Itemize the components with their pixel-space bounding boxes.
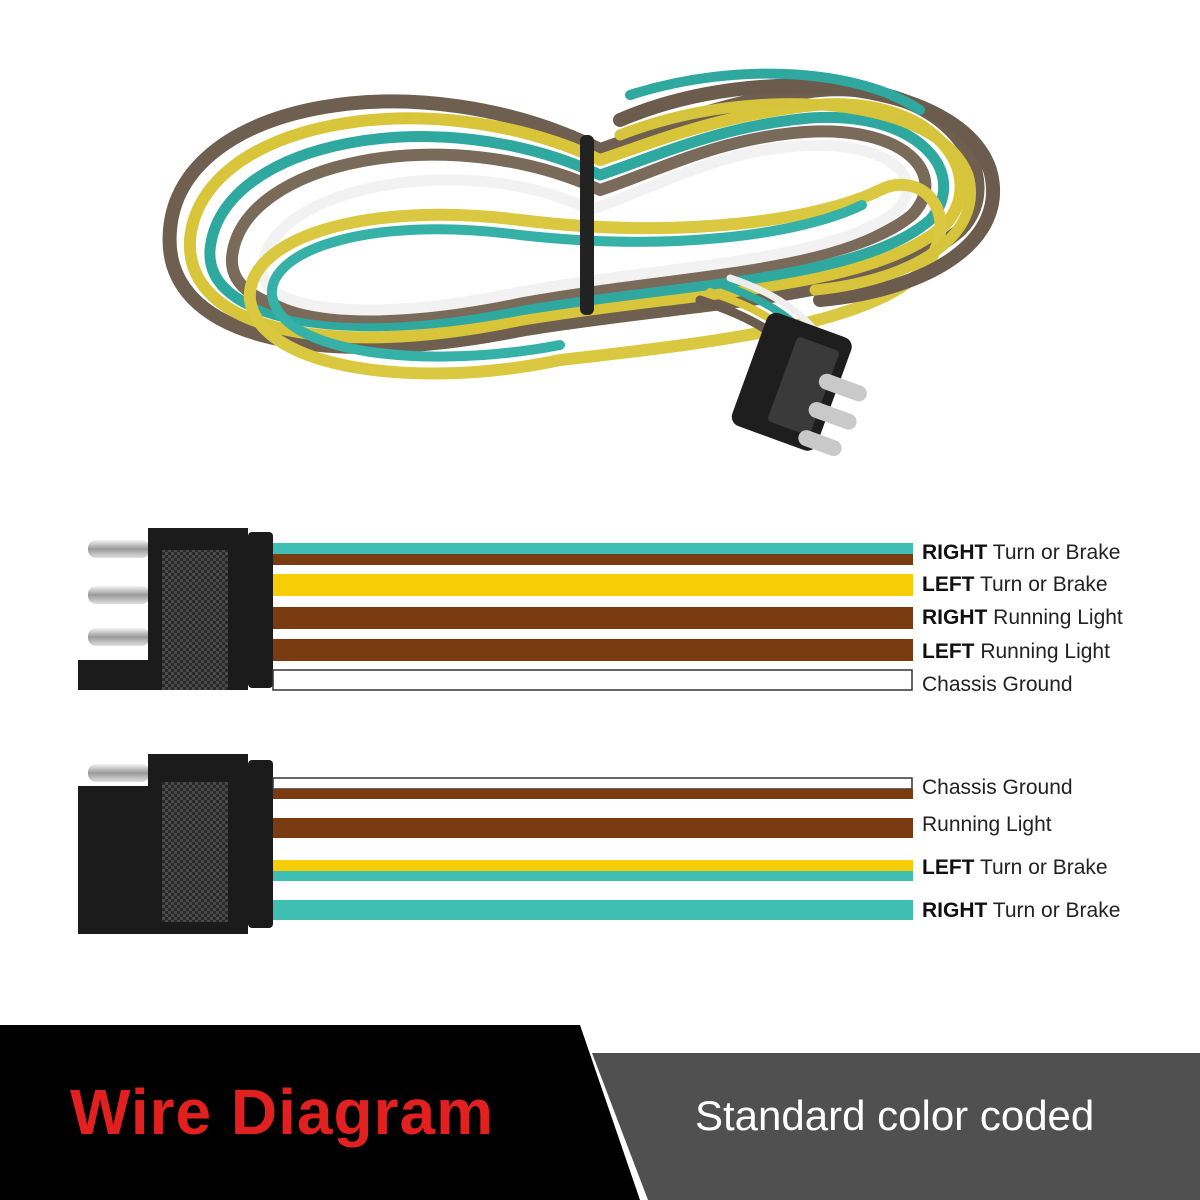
wire-harness-photo bbox=[162, 68, 1001, 457]
socket-collar bbox=[248, 760, 273, 928]
top-label-2: LEFT Turn or Brake bbox=[922, 573, 1108, 596]
coil-teal-3 bbox=[625, 68, 925, 115]
coil-brown-2 bbox=[225, 125, 932, 324]
top-label-4: LEFT Running Light bbox=[922, 640, 1110, 663]
four-way-flat-connector-diagram bbox=[78, 528, 913, 691]
wire-white-bottom bbox=[272, 777, 913, 790]
wire-brown-bottom-b bbox=[273, 818, 913, 838]
wire-teal-bottom-b bbox=[273, 900, 913, 920]
bottom-label-2: Running Light bbox=[922, 813, 1052, 836]
banner-title: Wire Diagram bbox=[70, 1076, 494, 1148]
plug-connector bbox=[731, 312, 867, 457]
banner-right-panel bbox=[592, 1053, 1200, 1200]
pin-1 bbox=[88, 540, 150, 558]
wire-white bbox=[272, 669, 913, 691]
bottom-label-1: Chassis Ground bbox=[922, 776, 1073, 799]
pin-2 bbox=[88, 586, 150, 604]
wire-teal bbox=[273, 543, 913, 554]
wire-yellow bbox=[273, 574, 913, 596]
banner-left-panel bbox=[0, 1025, 640, 1200]
wire-brown-a bbox=[273, 554, 913, 565]
wire-brown-c bbox=[273, 639, 913, 661]
top-label-3: RIGHT Running Light bbox=[922, 606, 1123, 629]
bottom-label-4: RIGHT Turn or Brake bbox=[922, 899, 1121, 922]
bottom-label-3: LEFT Turn or Brake bbox=[922, 856, 1108, 879]
banner-subtitle: Standard color coded bbox=[695, 1092, 1095, 1139]
bottom-banner bbox=[0, 1025, 1200, 1200]
coil-teal-2 bbox=[266, 200, 867, 362]
coil-teal-1 bbox=[204, 111, 950, 332]
wire-yellow-bottom bbox=[273, 860, 913, 871]
top-label-5: Chassis Ground bbox=[922, 673, 1073, 696]
coil-yellow-3 bbox=[614, 98, 976, 296]
zip-tie bbox=[580, 135, 594, 315]
pin-bottom bbox=[88, 764, 150, 782]
wire-brown-bottom-a bbox=[273, 789, 913, 799]
pin-3 bbox=[88, 628, 150, 646]
coil-white-1 bbox=[256, 139, 913, 316]
socket-connector-diagram bbox=[78, 754, 913, 934]
coil-brown-3 bbox=[613, 78, 1001, 307]
connector-grip bbox=[162, 550, 228, 690]
socket-grip bbox=[162, 782, 228, 922]
wire-teal-bottom-a bbox=[273, 871, 913, 881]
connector-collar bbox=[248, 532, 273, 688]
top-label-1: RIGHT Turn or Brake bbox=[922, 541, 1121, 564]
wire-brown-b bbox=[273, 607, 913, 629]
